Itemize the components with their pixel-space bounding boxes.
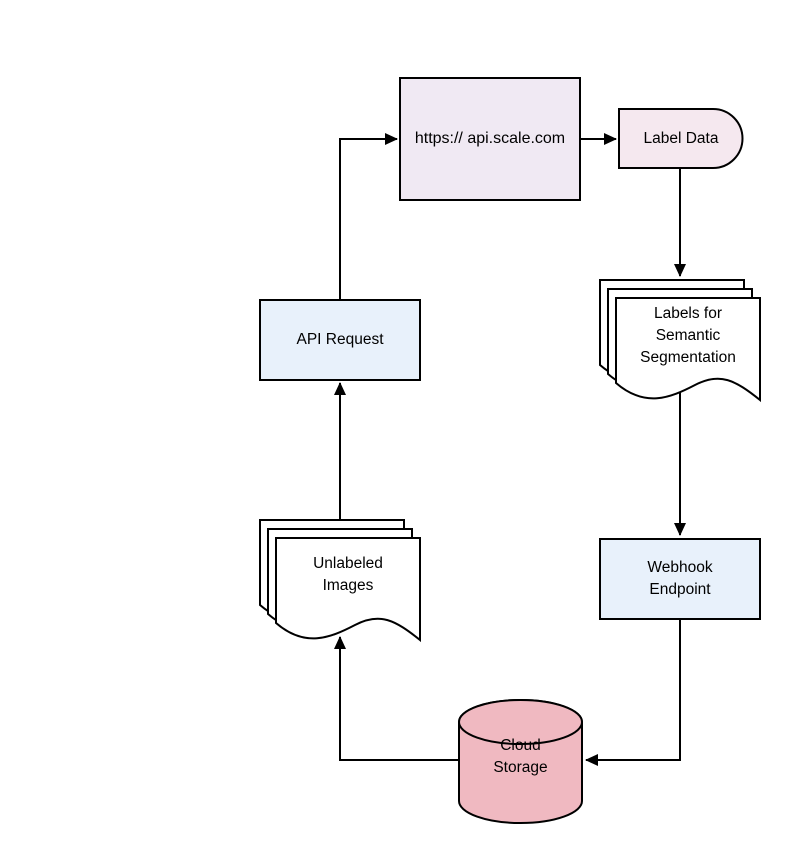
cloud-storage-label: Cloud Storage — [493, 737, 548, 776]
node-webhook-endpoint-box — [599, 538, 761, 620]
webhook-endpoint-label: Webhook Endpoint — [647, 559, 713, 598]
semantic-labels-label: Labels for Semantic Segmentation — [640, 305, 736, 366]
node-label-data-shape — [618, 108, 744, 169]
label-data-label: Label Data — [643, 129, 719, 147]
unlabeled-images-label: Unlabeled Images — [313, 555, 383, 594]
node-unlabeled-images-stack — [259, 519, 421, 643]
node-cloud-storage-cylinder — [458, 699, 583, 824]
cylinder-top-rim — [458, 699, 583, 745]
document-sheet-front — [275, 537, 421, 643]
node-api-request-box — [259, 299, 421, 381]
connector-cloud-storage-to-unlabeled-images — [334, 636, 459, 761]
api-request-label: API Request — [296, 331, 384, 348]
api-endpoint-label: https:// api.scale.com — [414, 130, 566, 147]
document-sheet-front — [615, 297, 761, 403]
connector-api-request-to-api-endpoint — [339, 133, 398, 299]
connector-webhook-to-cloud-storage — [585, 619, 681, 766]
node-api-endpoint-box — [399, 77, 581, 201]
node-semantic-labels-stack — [599, 279, 761, 403]
